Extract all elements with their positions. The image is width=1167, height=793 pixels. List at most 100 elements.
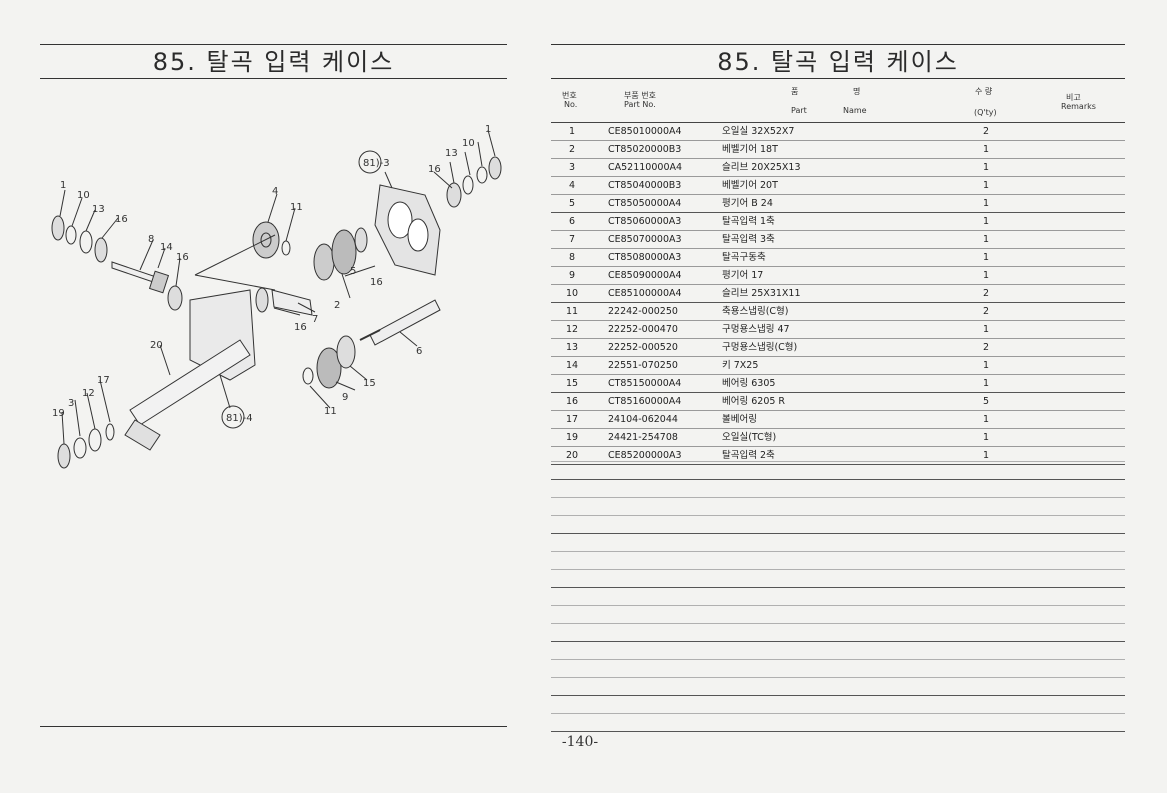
cell-part-no: CT85080000A3 — [608, 252, 682, 263]
cell-no: 13 — [565, 342, 579, 353]
callout-13: 13 — [92, 204, 105, 215]
callout-5: 5 — [350, 266, 356, 277]
callout-7: 7 — [312, 314, 318, 325]
cell-no: 6 — [568, 216, 576, 227]
callout-13b: 13 — [445, 148, 458, 159]
cell-qty: 1 — [982, 180, 990, 191]
cell-no: 8 — [568, 252, 576, 263]
callout-10b: 10 — [462, 138, 475, 149]
cell-part-no: CE85010000A4 — [608, 126, 682, 137]
header-name-ko2: 명 — [853, 87, 861, 96]
cell-part-no: CT85150000A4 — [608, 378, 682, 389]
cell-part-no: CT85040000B3 — [608, 180, 682, 191]
callout-4: 4 — [272, 186, 278, 197]
cell-name: 탈곡입력 3축 — [722, 234, 775, 245]
cell-qty: 2 — [982, 306, 990, 317]
table-row: 12 22252-000470 구멍용스냅링 47 1 — [551, 321, 1125, 339]
cell-name: 볼베어링 — [722, 414, 757, 425]
cell-no: 1 — [568, 126, 576, 137]
cell-qty: 2 — [982, 342, 990, 353]
empty-row — [551, 462, 1125, 480]
callout-16b: 16 — [176, 252, 189, 263]
callout-8: 8 — [148, 234, 154, 245]
cell-no: 12 — [565, 324, 579, 335]
title-rule-top — [40, 44, 507, 45]
table-row: 8 CT85080000A3 탈곡구동축 1 — [551, 249, 1125, 267]
left-page: 85. 탈곡 입력 케이스 — [0, 0, 560, 793]
header-part-ko: 부품 번호 — [624, 91, 656, 100]
callout-11: 11 — [290, 202, 303, 213]
cell-part-no: 22242-000250 — [608, 306, 678, 317]
cell-qty: 1 — [982, 450, 990, 461]
cell-part-no: CT85160000A4 — [608, 396, 682, 407]
callout-16c: 16 — [370, 277, 383, 288]
cell-name: 탈곡입력 1축 — [722, 216, 775, 227]
title-rule-bottom — [40, 78, 507, 79]
cell-qty: 1 — [982, 324, 990, 335]
cell-name: 탈곡구동축 — [722, 252, 766, 263]
exploded-parts-diagram: 1 10 13 16 8 14 16 4 11 2 5 16 7 16 20 1… — [40, 90, 510, 710]
cell-qty: 1 — [982, 378, 990, 389]
cell-qty: 1 — [982, 360, 990, 371]
cell-name: 평기어 17 — [722, 270, 764, 281]
cell-name: 베벨기어 20T — [722, 180, 778, 191]
empty-row — [551, 534, 1125, 552]
cell-name: 구멍용스냅링 47 — [722, 324, 790, 335]
cell-part-no: CT85050000A4 — [608, 198, 682, 209]
cell-name: 오일실 32X52X7 — [722, 126, 795, 137]
cell-part-no: 24421-254708 — [608, 432, 678, 443]
diagram-svg: 1 10 13 16 8 14 16 4 11 2 5 16 7 16 20 1… — [51, 124, 502, 469]
cell-no: 19 — [565, 432, 579, 443]
cell-no: 20 — [565, 450, 579, 461]
empty-row — [551, 588, 1125, 606]
callout-81-3: 81)-3 — [363, 158, 390, 169]
cell-no: 5 — [568, 198, 576, 209]
cell-name: 평기어 B 24 — [722, 198, 773, 209]
cell-name: 슬리브 25X31X11 — [722, 288, 801, 299]
header-qty-en: (Q'ty) — [974, 108, 997, 117]
empty-row — [551, 696, 1125, 714]
callout-16e: 16 — [428, 164, 441, 175]
cell-name: 탈곡입력 2축 — [722, 450, 775, 461]
callout-6: 6 — [416, 346, 422, 357]
cell-part-no: CT85020000B3 — [608, 144, 682, 155]
cell-no: 9 — [568, 270, 576, 281]
cell-no: 7 — [568, 234, 576, 245]
cell-part-no: CA52110000A4 — [608, 162, 683, 173]
empty-row — [551, 606, 1125, 624]
cell-qty: 1 — [982, 414, 990, 425]
cell-part-no: CE85090000A4 — [608, 270, 682, 281]
cell-qty: 2 — [982, 126, 990, 137]
cell-part-no: 22551-070250 — [608, 360, 678, 371]
header-name-en2: Name — [843, 106, 867, 115]
header-remarks-en: Remarks — [1061, 102, 1096, 111]
left-page-title: 85. 탈곡 입력 케이스 — [152, 48, 395, 76]
callout-10: 10 — [77, 190, 90, 201]
cell-qty: 1 — [982, 162, 990, 173]
cell-part-no: 22252-000470 — [608, 324, 678, 335]
empty-row — [551, 498, 1125, 516]
cell-qty: 5 — [982, 396, 990, 407]
cell-qty: 1 — [982, 252, 990, 263]
table-row: 1 CE85010000A4 오일실 32X52X7 2 — [551, 123, 1125, 141]
cell-no: 16 — [565, 396, 579, 407]
empty-row — [551, 552, 1125, 570]
title-rule-top-right — [551, 44, 1125, 45]
cell-part-no: CE85070000A3 — [608, 234, 682, 245]
header-qty-ko: 수 량 — [975, 87, 993, 96]
empty-row — [551, 624, 1125, 642]
callout-16: 16 — [115, 214, 128, 225]
cell-no: 2 — [568, 144, 576, 155]
empty-row — [551, 480, 1125, 498]
callout-3: 3 — [68, 398, 74, 409]
